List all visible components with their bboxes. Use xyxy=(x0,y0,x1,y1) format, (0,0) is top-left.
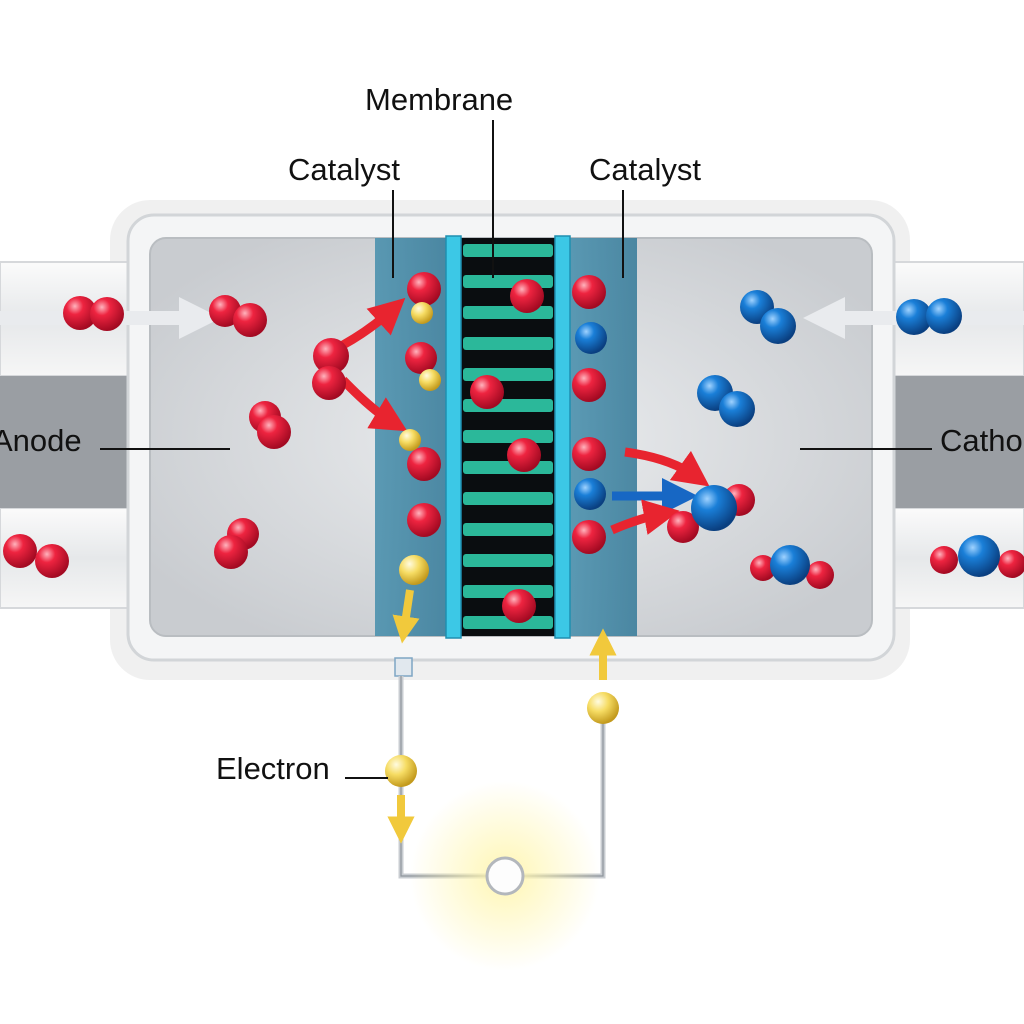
external-circuit xyxy=(394,657,606,971)
hydrogen-molecule-icon xyxy=(3,534,69,578)
light-bulb-icon xyxy=(485,856,525,896)
oxygen-atom-icon xyxy=(574,478,606,510)
proton-icon xyxy=(407,503,441,537)
proton-icon xyxy=(507,438,541,472)
electron-label: Electron xyxy=(216,751,330,786)
catalyst-left-label: Catalyst xyxy=(288,152,400,187)
proton-to-water-arrow-lower xyxy=(610,499,680,535)
oxygen-atom-icon xyxy=(575,322,607,354)
oxygen-molecule-icon xyxy=(740,290,796,344)
proton-icon xyxy=(407,272,441,306)
hydrogen-molecule-icon xyxy=(209,295,267,337)
electron-icon xyxy=(385,755,417,787)
label-leader-lines xyxy=(100,120,932,779)
anode-gap-shadow xyxy=(0,376,150,508)
oxygen-molecules xyxy=(697,290,962,427)
electron-icon xyxy=(399,429,421,451)
electrons xyxy=(385,302,619,787)
membrane-frame-right xyxy=(554,235,571,639)
electron-exit-arrow xyxy=(392,589,420,644)
oxygen-molecule-icon xyxy=(697,375,755,427)
proton-to-water-arrow-upper xyxy=(624,447,710,487)
proton-arrow-lower xyxy=(339,376,408,432)
proton-icon xyxy=(502,589,536,623)
anode-terminal xyxy=(394,657,413,677)
water-molecule-icon xyxy=(667,484,755,543)
electron-icon xyxy=(419,369,441,391)
proton-icon xyxy=(572,368,606,402)
proton-icon xyxy=(572,520,606,554)
cathode-label: Cathode xyxy=(940,423,1024,458)
water-molecule-icon xyxy=(750,545,834,589)
proton-icon xyxy=(407,447,441,481)
membrane-frame-left xyxy=(445,235,462,639)
hydrogen-molecule-icon xyxy=(312,338,349,400)
membrane-layer xyxy=(445,235,571,639)
catalyst-right-label: Catalyst xyxy=(589,152,701,187)
hydrogen-molecules xyxy=(3,295,349,578)
oxygen-molecule-icon xyxy=(896,298,962,335)
proton-icon xyxy=(470,375,504,409)
water-molecules xyxy=(667,484,1024,589)
electron-icon xyxy=(587,692,619,724)
electron-icon xyxy=(411,302,433,324)
hydrogen-molecule-icon xyxy=(63,296,124,331)
proton-icon xyxy=(572,275,606,309)
proton-arrow-upper xyxy=(340,297,406,349)
protons xyxy=(405,272,606,623)
water-molecule-icon xyxy=(930,535,1024,578)
proton-icon xyxy=(405,342,437,374)
hydrogen-molecule-icon xyxy=(249,401,291,449)
membrane-label: Membrane xyxy=(365,82,514,117)
electron-icon xyxy=(399,555,429,585)
proton-icon xyxy=(572,437,606,471)
cathode-gap-shadow xyxy=(874,376,1024,508)
anode-label: Anode xyxy=(0,423,82,458)
proton-icon xyxy=(510,279,544,313)
hydrogen-molecule-icon xyxy=(214,518,259,569)
oxygen-atoms-at-catalyst xyxy=(574,322,607,510)
